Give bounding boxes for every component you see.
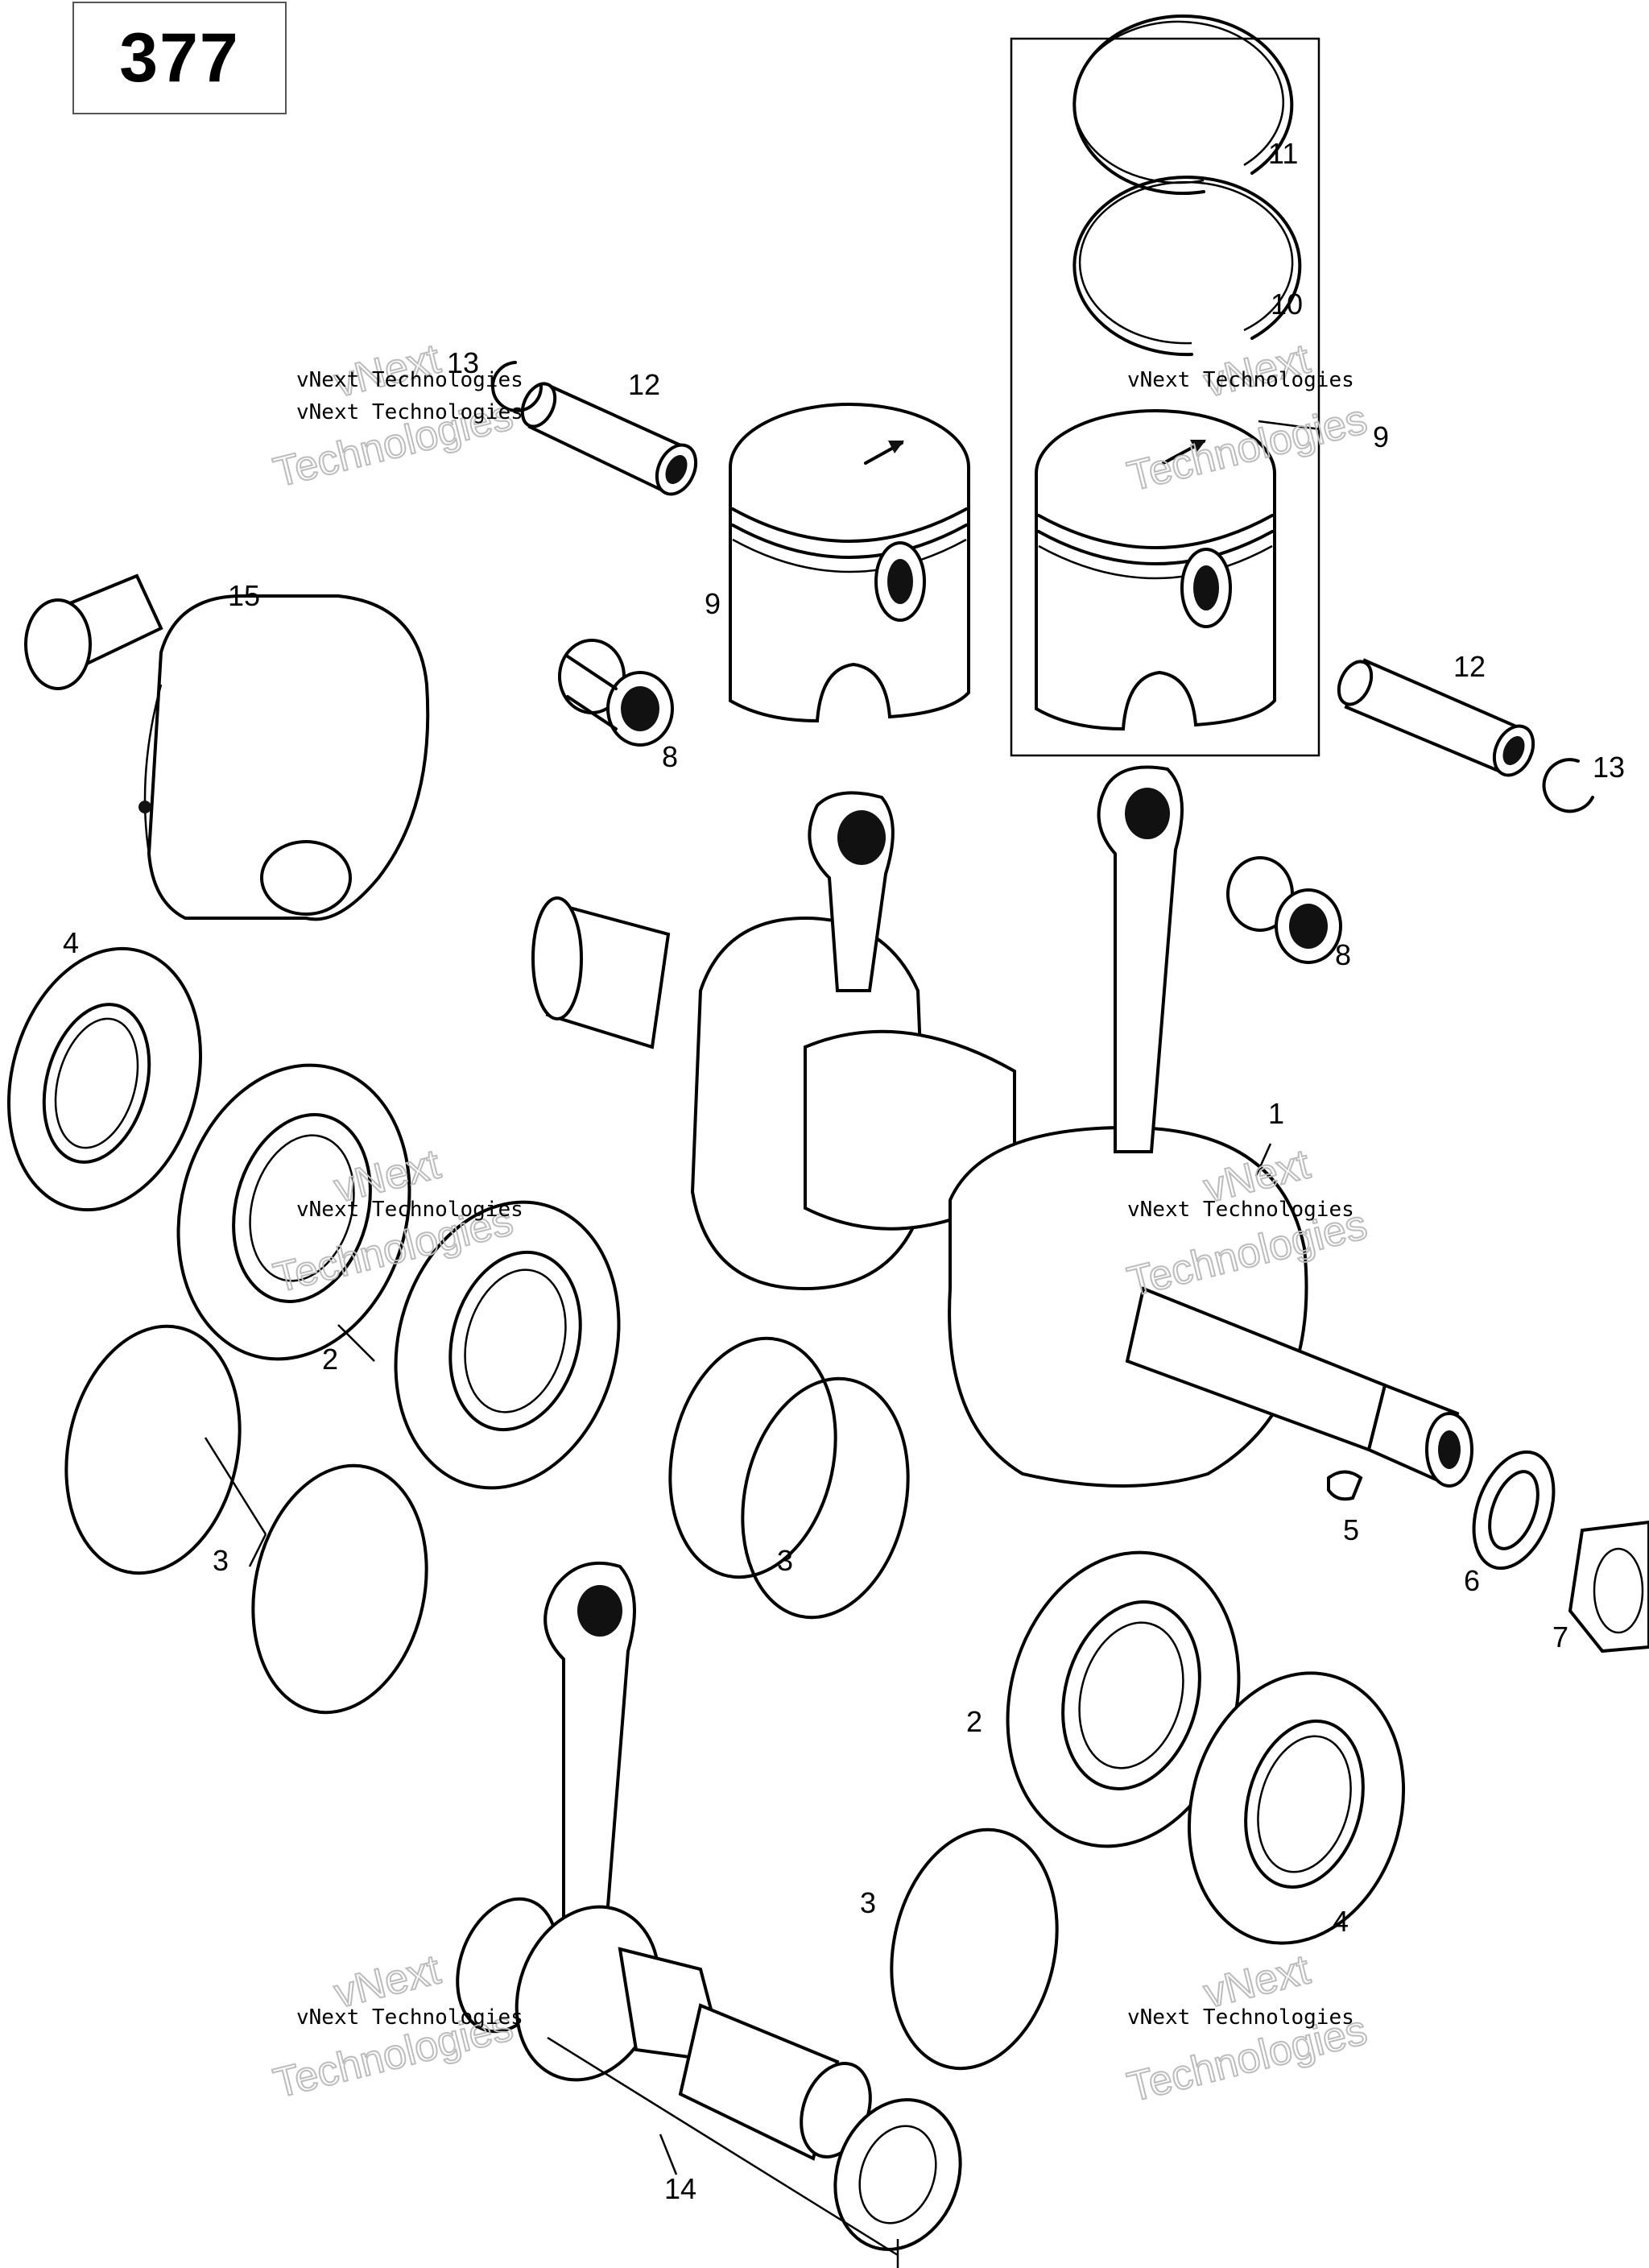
callout-9-left: 9 — [705, 587, 721, 620]
svg-text:vNext Technologies: vNext Technologies — [1127, 368, 1354, 392]
o-ring-left-1 — [64, 1324, 242, 1575]
callout-3-bottom: 3 — [860, 1886, 876, 1919]
callout-4-right: 4 — [1333, 1905, 1349, 1938]
needle-bearing-right — [1226, 856, 1342, 964]
callout-labels: 1 2 2 3 3 3 4 4 5 6 7 8 8 9 9 10 11 12 1… — [63, 137, 1625, 2205]
callout-13-left: 13 — [447, 346, 479, 379]
callout-8-right: 8 — [1335, 938, 1351, 971]
crankshaft-assembly — [531, 765, 1473, 1488]
callout-3-left: 3 — [213, 1544, 229, 1577]
callout-4-left: 4 — [63, 926, 79, 959]
page-number-box: 377 — [72, 2, 287, 114]
callout-14: 14 — [664, 2172, 696, 2205]
oil-seal-left — [6, 946, 203, 1212]
ball-bearing-left — [176, 1063, 411, 1361]
o-ring-left-2 — [251, 1463, 428, 1715]
callout-10: 10 — [1271, 288, 1303, 321]
woodruff-key — [1327, 1470, 1363, 1501]
crankshaft-half — [24, 573, 430, 921]
o-ring-bottom — [890, 1827, 1059, 2071]
svg-text:vNext Technologies: vNext Technologies — [296, 368, 523, 392]
piston-pin-right — [1337, 658, 1535, 777]
o-ring-center-2 — [741, 1376, 910, 1620]
ring-kit-frame — [1010, 37, 1320, 757]
piston-ring-top — [1072, 14, 1294, 195]
bearing-seal-left — [394, 1200, 621, 1490]
page-number: 377 — [119, 19, 240, 97]
o-ring-center-1 — [668, 1336, 837, 1579]
svg-text:vNext Technologies: vNext Technologies — [296, 1198, 523, 1222]
circlip-left — [491, 361, 543, 412]
piston-pin-left — [520, 382, 698, 496]
callout-11: 11 — [1268, 137, 1298, 170]
callout-7: 7 — [1552, 1620, 1568, 1653]
svg-text:vNext Technologies: vNext Technologies — [1127, 1198, 1354, 1222]
circlip-right — [1542, 758, 1594, 813]
callout-15: 15 — [228, 579, 260, 612]
callout-1: 1 — [1268, 1097, 1284, 1130]
callout-8-left: 8 — [662, 740, 678, 773]
callout-5: 5 — [1343, 1513, 1359, 1546]
svg-text:vNext Technologies: vNext Technologies — [296, 2005, 523, 2030]
svg-text:vNext Technologies: vNext Technologies — [296, 400, 523, 424]
svg-text:vNext Technologies: vNext Technologies — [1127, 2005, 1354, 2030]
callout-6: 6 — [1464, 1564, 1480, 1597]
callout-2-left: 2 — [322, 1343, 338, 1376]
piston-right — [1035, 409, 1276, 731]
crankshaft-nut — [1568, 1520, 1649, 1653]
callout-3-center: 3 — [777, 1544, 793, 1577]
callout-12-left: 12 — [628, 368, 660, 401]
leader-lines — [204, 420, 1321, 2175]
callout-13-right: 13 — [1593, 751, 1625, 784]
needle-bearing-left — [558, 639, 674, 747]
lock-washer — [1472, 1450, 1556, 1571]
callout-12-right: 12 — [1453, 650, 1486, 683]
ball-bearing-right — [1006, 1550, 1241, 1848]
connecting-rod-kit — [456, 1561, 962, 2268]
piston-ring-second — [1072, 176, 1302, 357]
oil-seal-right — [1187, 1671, 1406, 1945]
callout-9-right: 9 — [1373, 420, 1389, 453]
callout-2-right: 2 — [966, 1705, 982, 1738]
piston-left — [729, 403, 970, 723]
